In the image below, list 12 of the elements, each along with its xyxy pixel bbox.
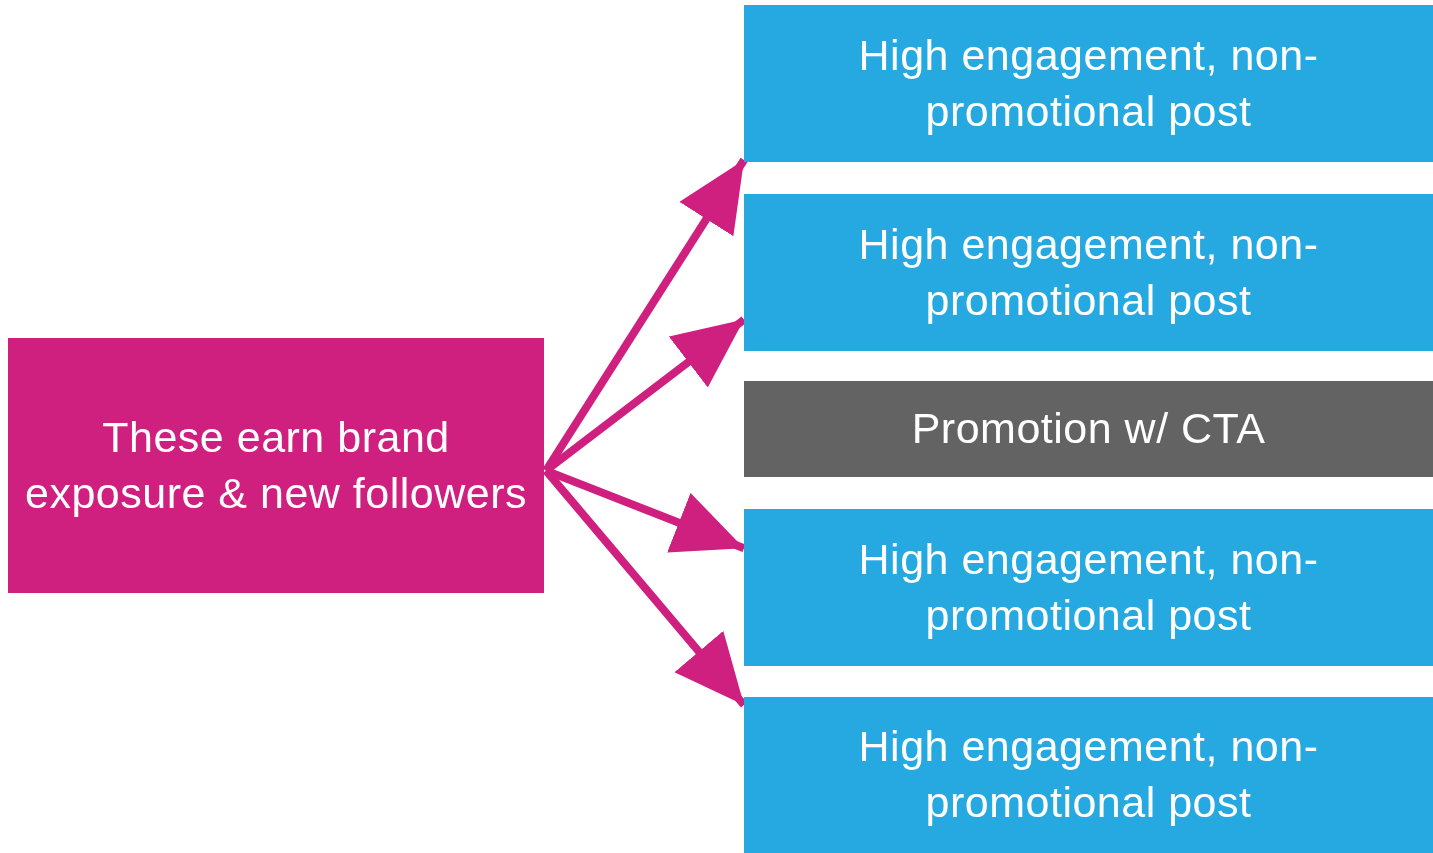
promotion-box xyxy=(744,381,1433,477)
post-box xyxy=(744,5,1433,162)
post-box xyxy=(744,194,1433,351)
box-label: Promotion w/ CTA xyxy=(911,403,1266,455)
box-label: High engagement, non-promotional post xyxy=(857,29,1320,137)
box-label: High engagement, non-promotional post xyxy=(857,218,1320,326)
post-box xyxy=(744,697,1433,853)
post-box xyxy=(744,509,1433,666)
box-label: High engagement, non-promotional post xyxy=(857,533,1320,641)
source-box xyxy=(8,338,544,593)
box-label: These earn brand exposure & new followers xyxy=(24,411,528,519)
box-label: High engagement, non-promotional post xyxy=(857,721,1320,828)
